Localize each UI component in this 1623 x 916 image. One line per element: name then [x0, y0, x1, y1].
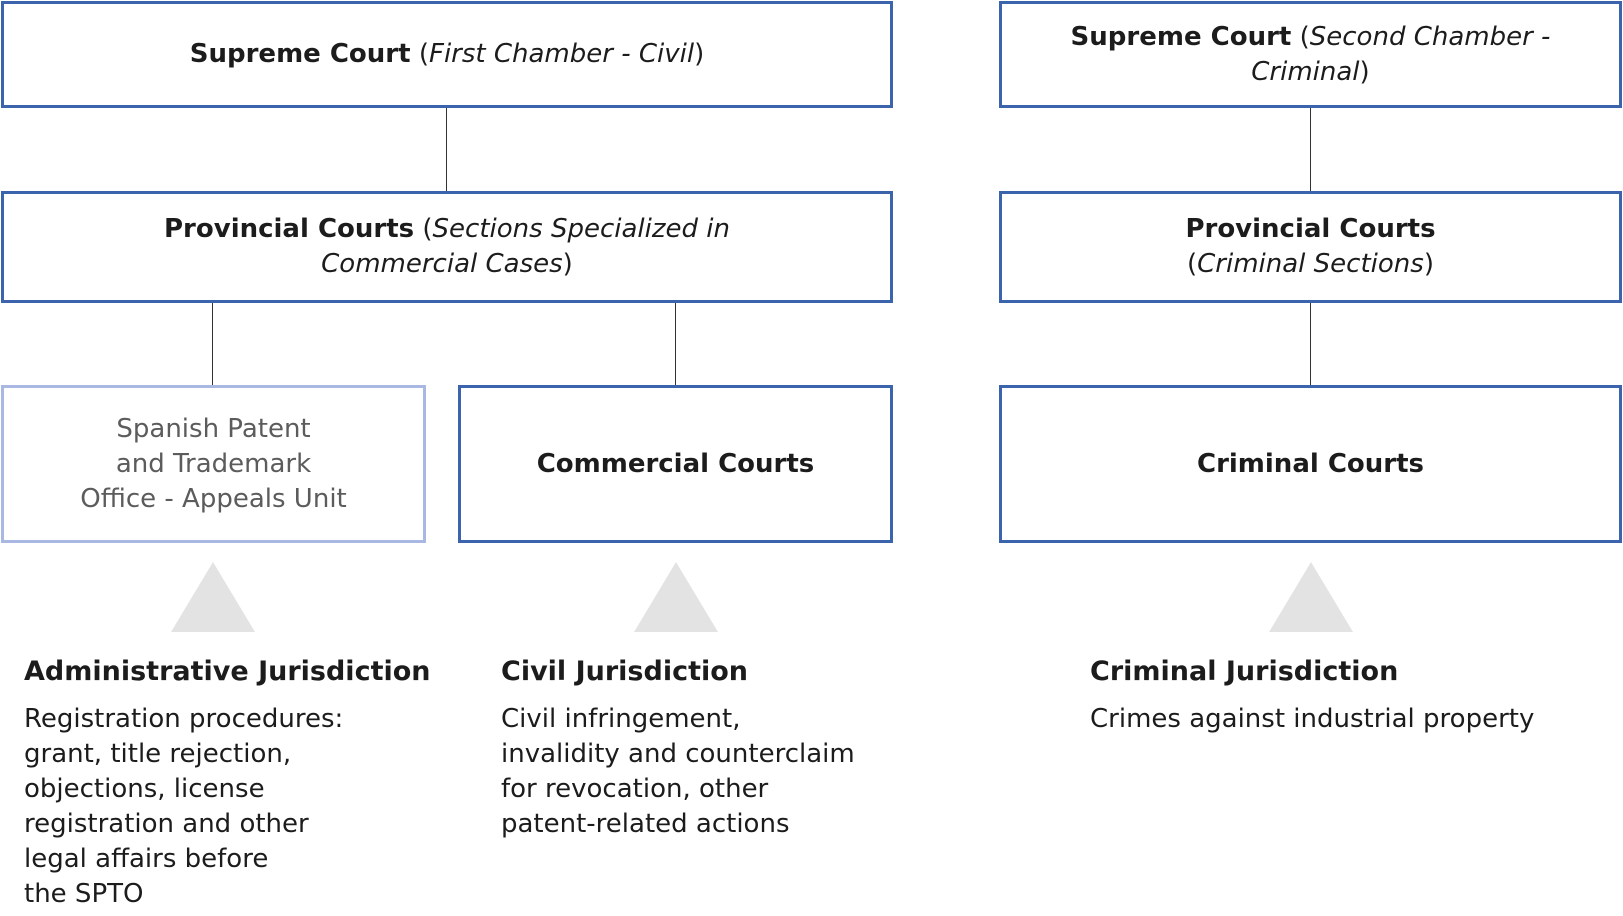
provincial-courts-commercial-label: Provincial Courts (Sections Specialized …	[164, 212, 730, 282]
administrative-jurisdiction-text: Registration procedures: grant, title re…	[24, 702, 434, 912]
criminal-courts-box: Criminal Courts	[999, 385, 1622, 543]
criminal-jurisdiction-title: Criminal Jurisdiction	[1090, 655, 1398, 689]
supreme-court-civil-box: Supreme Court (First Chamber - Civil)	[1, 1, 893, 108]
supreme-court-civil-label: Supreme Court (First Chamber - Civil)	[190, 37, 704, 72]
triangle-up-icon	[171, 562, 255, 632]
spto-appeals-unit-label: Spanish Patent and Trademark Office - Ap…	[80, 412, 347, 517]
criminal-jurisdiction-text: Crimes against industrial property	[1090, 702, 1610, 737]
connector-provincial-to-spto	[212, 303, 213, 385]
supreme-court-criminal-box: Supreme Court (Second Chamber - Criminal…	[999, 1, 1622, 108]
spto-appeals-unit-box: Spanish Patent and Trademark Office - Ap…	[1, 385, 426, 543]
connector-provincial-to-commercial	[675, 303, 676, 385]
supreme-court-criminal-label: Supreme Court (Second Chamber - Criminal…	[1071, 20, 1551, 90]
triangle-up-icon	[1269, 562, 1353, 632]
provincial-courts-criminal-box: Provincial Courts (Criminal Sections)	[999, 191, 1622, 303]
provincial-courts-criminal-label: Provincial Courts (Criminal Sections)	[1185, 212, 1435, 282]
commercial-courts-box: Commercial Courts	[458, 385, 893, 543]
civil-jurisdiction-text: Civil infringement, invalidity and count…	[501, 702, 921, 842]
criminal-courts-label: Criminal Courts	[1197, 447, 1424, 482]
connector-provincial-to-criminal-courts	[1310, 303, 1311, 385]
commercial-courts-label: Commercial Courts	[537, 447, 815, 482]
provincial-courts-commercial-box: Provincial Courts (Sections Specialized …	[1, 191, 893, 303]
administrative-jurisdiction-title: Administrative Jurisdiction	[24, 655, 431, 689]
connector-supreme-civil-to-provincial	[446, 108, 447, 191]
civil-jurisdiction-title: Civil Jurisdiction	[501, 655, 748, 689]
triangle-up-icon	[634, 562, 718, 632]
connector-supreme-criminal-to-provincial	[1310, 108, 1311, 191]
